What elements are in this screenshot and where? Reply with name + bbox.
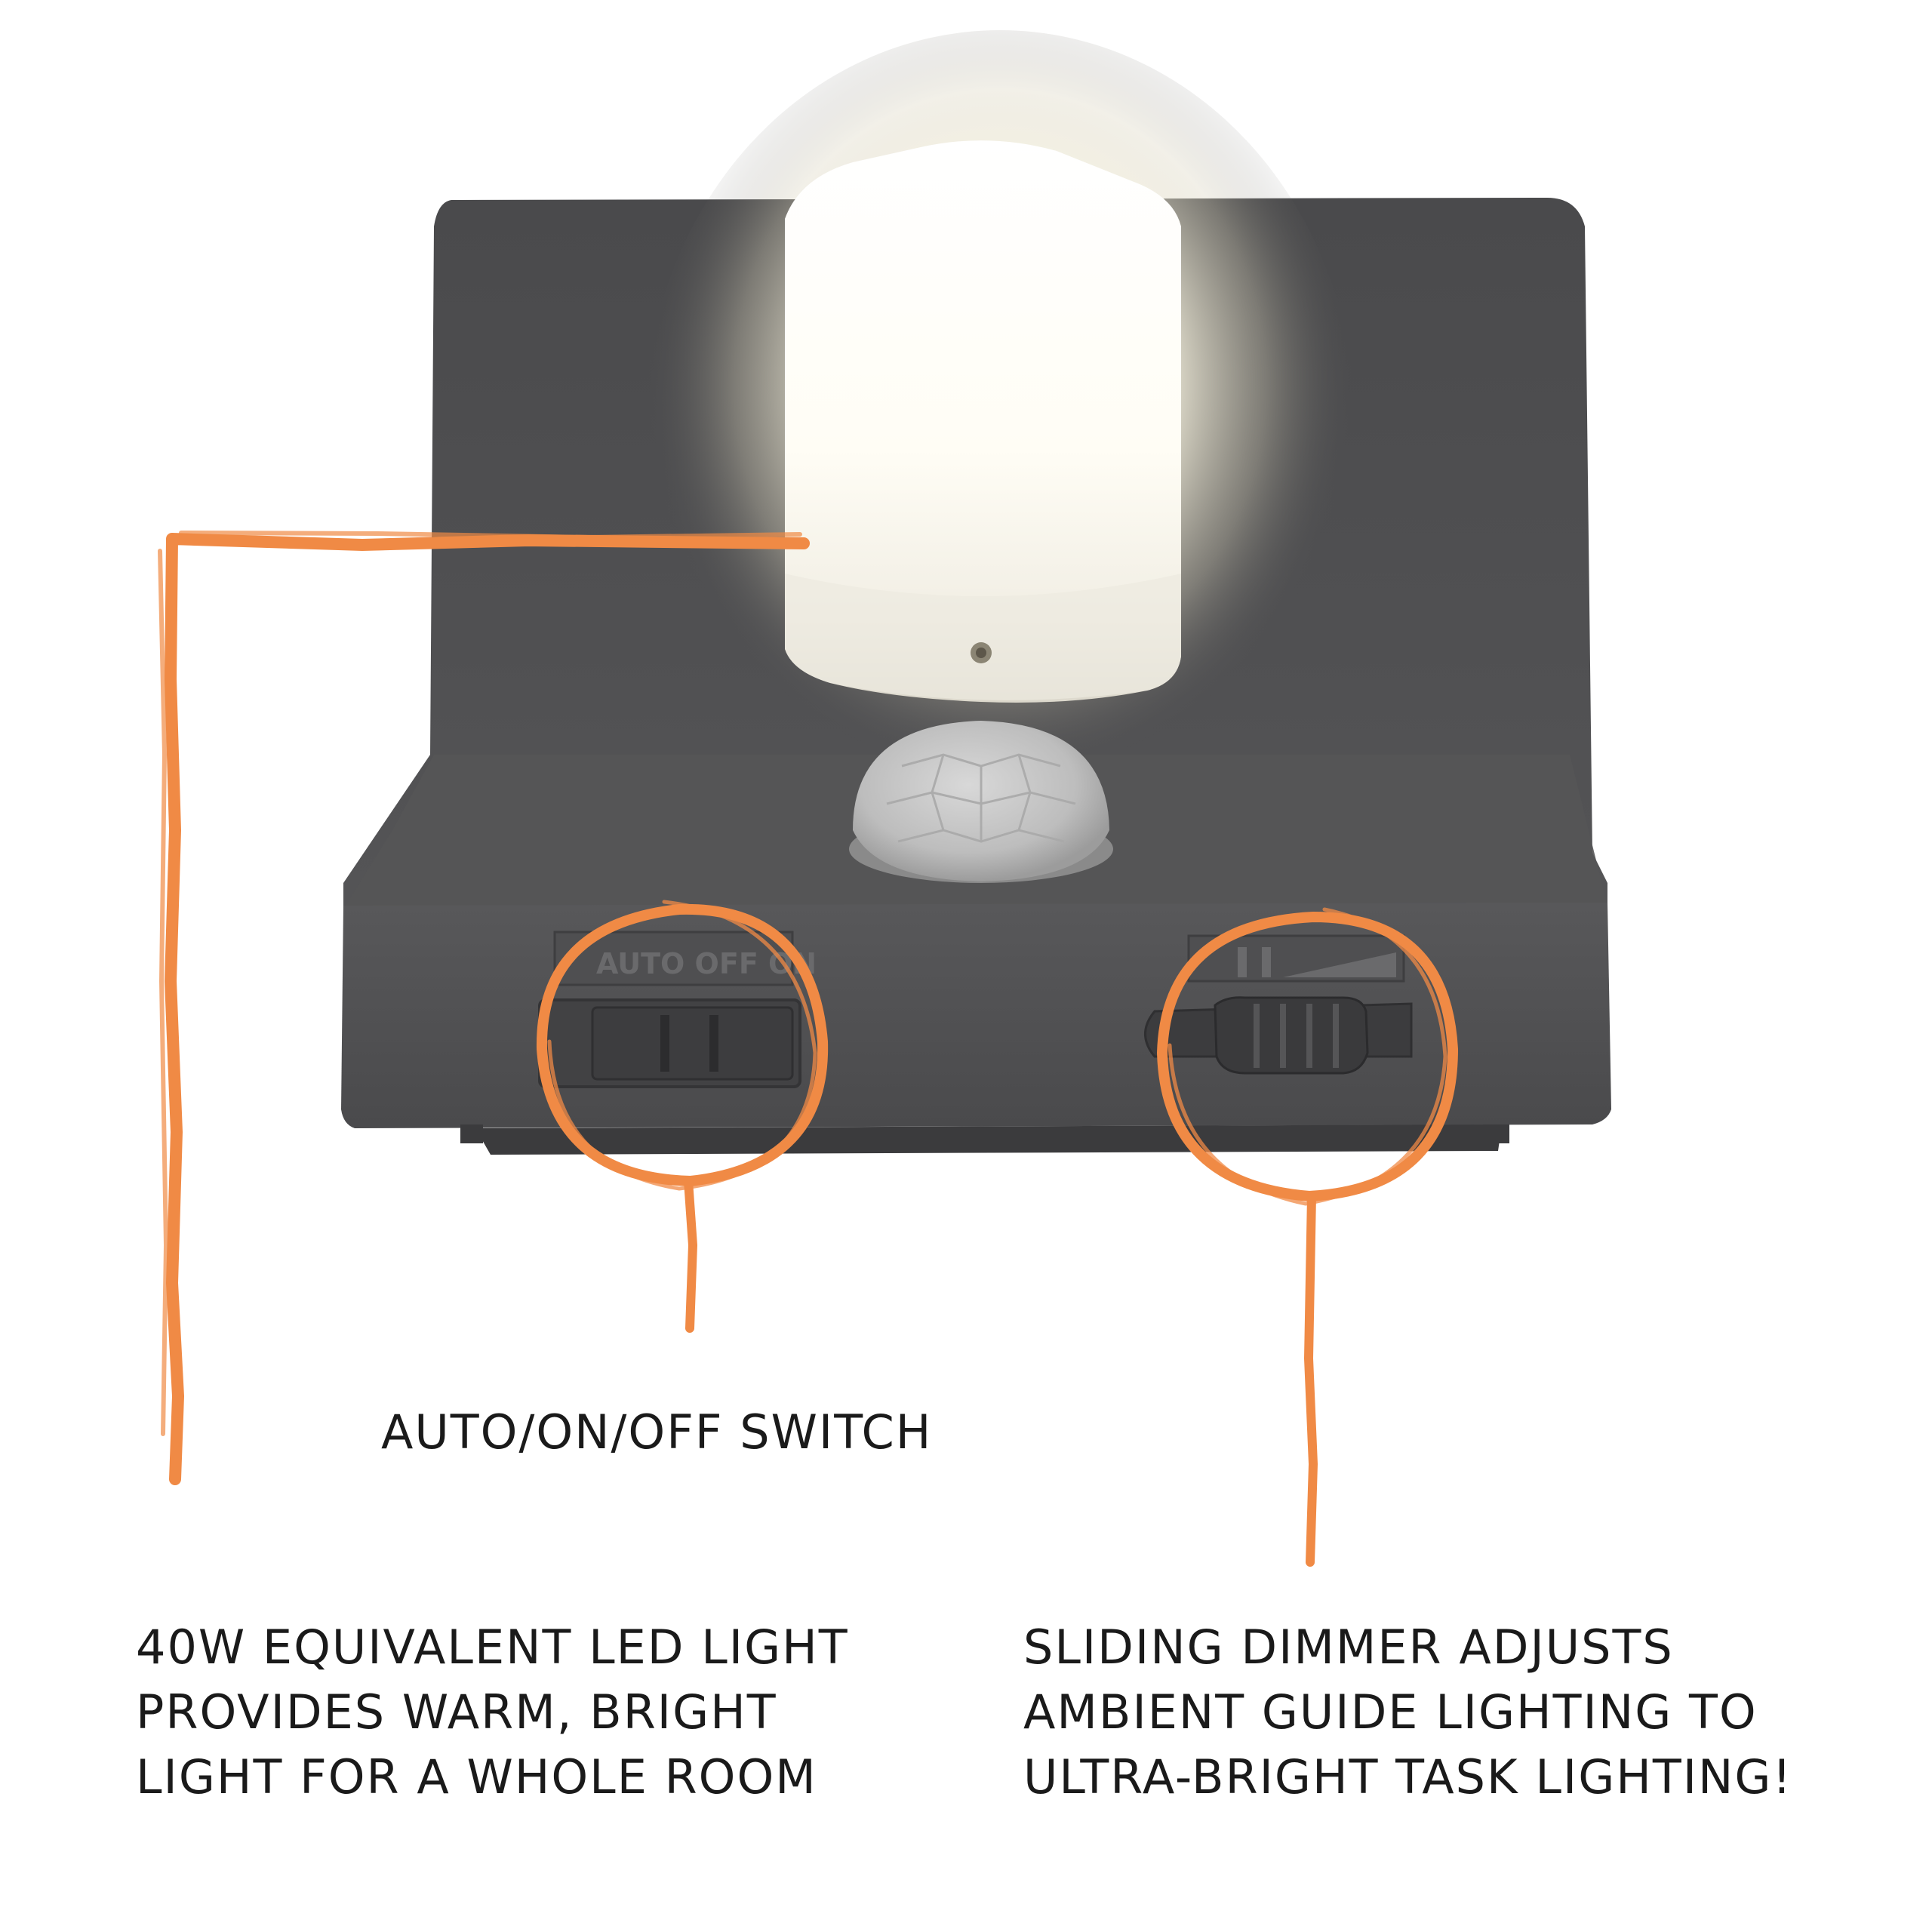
dimmer-slider[interactable] xyxy=(1144,934,1413,1075)
switch-callout-circle-texture xyxy=(547,900,817,1191)
dimmer-knob[interactable] xyxy=(1214,996,1369,1075)
led-caption-line: 40W EQUIVALENT LED LIGHT xyxy=(136,1620,849,1675)
led-callout-line xyxy=(165,533,810,1485)
led-callout-line-texture xyxy=(158,531,802,1436)
led-light xyxy=(785,140,1181,703)
light-sensor-hole-inner xyxy=(976,648,986,658)
switch-callout-line xyxy=(684,1177,697,1333)
led-caption: 40W EQUIVALENT LED LIGHT PROVIDES WARM, … xyxy=(136,1615,849,1810)
motion-sensor xyxy=(849,721,1113,883)
led-caption-line: LIGHT FOR A WHOLE ROOM xyxy=(136,1749,817,1804)
device-front-face xyxy=(341,903,1611,1128)
dimmer-callout-line xyxy=(1304,1192,1318,1567)
switch-slider[interactable] xyxy=(591,1006,794,1081)
dimmer-caption-line: SLIDING DIMMER ADJUSTS xyxy=(1023,1620,1674,1675)
dimmer-knob-grips xyxy=(1254,1004,1339,1068)
dimmer-caption-line: AMBIENT GUIDE LIGHTING TO xyxy=(1023,1684,1758,1740)
device-bottom-lip xyxy=(475,1124,1502,1155)
switch-caption: AUTO/ON/OFF SWITCH xyxy=(381,1404,933,1460)
motion-sensor-facets xyxy=(886,753,1076,843)
dimmer-caption-line: ULTRA-BRIGHT TASK LIGHTING! xyxy=(1023,1749,1793,1804)
switch-ridge xyxy=(709,1015,718,1072)
dimmer-caption: SLIDING DIMMER ADJUSTS AMBIENT GUIDE LIG… xyxy=(1023,1615,1792,1810)
dimmer-scale-mark xyxy=(1262,947,1271,977)
annotation-marks xyxy=(158,531,1458,1567)
device-foot-right xyxy=(1483,1124,1509,1143)
led-lower-shade xyxy=(785,574,1181,700)
dimmer-ramp xyxy=(1283,952,1396,977)
device-foot-left xyxy=(460,1124,483,1143)
led-lens xyxy=(785,140,1181,703)
switch-markings: AUTO OFF ON xyxy=(596,947,817,980)
led-caption-line: PROVIDES WARM, BRIGHT xyxy=(136,1684,777,1740)
light-device: AUTO OFF ON xyxy=(341,30,1611,1155)
dimmer-scale-mark xyxy=(1238,947,1247,977)
switch-ridge xyxy=(660,1015,669,1072)
dimmer-callout-circle-texture xyxy=(1168,907,1447,1206)
